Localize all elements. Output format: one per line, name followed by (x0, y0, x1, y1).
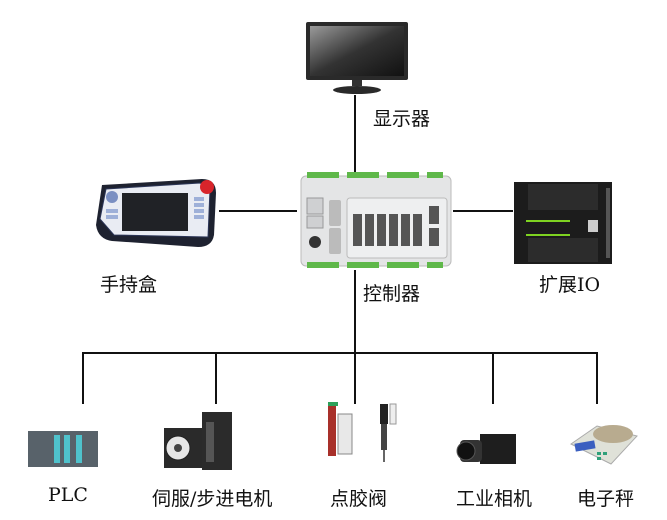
drop-scale (596, 352, 598, 404)
plc-icon (28, 429, 98, 469)
drop-dispenser (354, 352, 356, 404)
link-controller-io (453, 210, 513, 212)
link-monitor-controller (354, 95, 356, 173)
motion-controller-icon (297, 170, 455, 272)
dispenser-label: 点胶阀 (330, 488, 388, 510)
scale-label: 电子秤 (577, 488, 635, 510)
bus-line (82, 352, 598, 354)
teach-pendant-icon (92, 175, 222, 251)
pendant-label: 手持盒 (100, 274, 158, 296)
drop-plc (82, 352, 84, 404)
drop-servo (215, 352, 217, 404)
drop-camera (492, 352, 494, 404)
link-pendant-controller (219, 210, 297, 212)
servo-label: 伺服/步进电机 (152, 488, 273, 510)
controller-label: 控制器 (363, 283, 421, 305)
io-module-icon (512, 176, 614, 266)
servo-motor-icon (158, 408, 238, 472)
plc-label: PLC (48, 484, 88, 506)
io-label: 扩展IO (539, 274, 601, 296)
monitor-icon (305, 20, 409, 96)
electronic-scale-icon (567, 414, 639, 470)
monitor-label: 显示器 (373, 108, 431, 130)
camera-label: 工业相机 (456, 488, 533, 510)
industrial-camera-icon (456, 428, 520, 470)
dispensing-valve-icon (324, 398, 404, 470)
link-controller-bus (354, 270, 356, 354)
